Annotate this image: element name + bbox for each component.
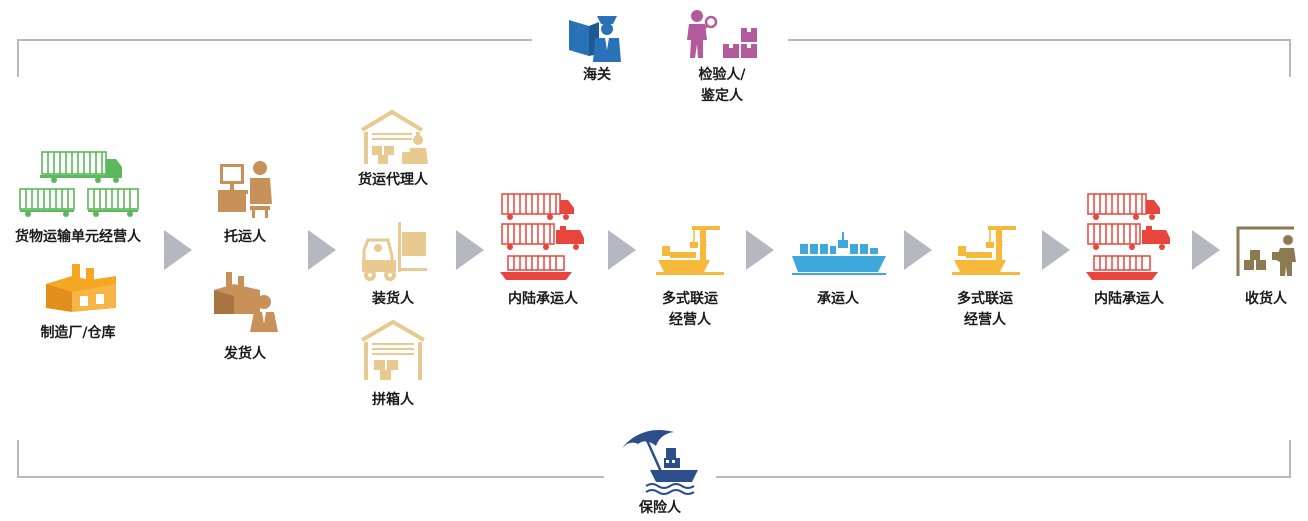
insurer-label: 保险人 [639, 500, 681, 516]
mto-1-label-line2: 经营人 [669, 312, 711, 328]
flow-arrow-6 [904, 230, 932, 270]
consignee-warehouse-icon [1236, 226, 1296, 276]
flow-arrow-1 [164, 230, 192, 270]
inland-carrier-1-label: 内陆承运人 [508, 291, 578, 307]
port-crane-ship-icon-1 [656, 226, 724, 275]
container-ship-icon [792, 232, 886, 275]
consolidator-warehouse-icon [360, 319, 426, 380]
loader-label: 装货人 [372, 291, 414, 307]
customs-label: 海关 [583, 67, 611, 83]
insurance-umbrella-ship-icon [622, 430, 698, 495]
shipper-agent-at-desk-icon [218, 161, 272, 218]
customs-officer-icon [569, 16, 621, 62]
inland-carrier-2-label: 内陆承运人 [1094, 291, 1164, 307]
mto-1-label-line1: 多式联运 [662, 291, 718, 307]
flow-arrow-3 [456, 230, 484, 270]
inspector-label-line2: 鉴定人 [701, 88, 743, 104]
freight-forwarder-warehouse-icon [360, 109, 428, 164]
inspector-icon [687, 10, 757, 58]
flow-arrow-2 [308, 230, 336, 270]
inland-carrier-trucks-icon [500, 193, 584, 280]
flow-arrow-5 [746, 230, 774, 270]
green-train-icon [19, 151, 139, 217]
flow-arrow-8 [1192, 230, 1220, 270]
carrier-label: 承运人 [817, 291, 859, 307]
flow-arrow-7 [1042, 230, 1070, 270]
mto-2-label-line2: 经营人 [964, 312, 1006, 328]
port-crane-ship-icon-2 [952, 226, 1020, 275]
forklift-icon [362, 222, 427, 281]
consignor-label: 发货人 [224, 346, 266, 362]
inspector-label-line1: 检验人/ [698, 67, 746, 83]
consignee-label: 收货人 [1245, 291, 1287, 307]
factory-icon [46, 264, 116, 312]
consignor-factory-icon [214, 272, 278, 332]
flow-arrow-4 [608, 230, 636, 270]
manufacturer-warehouse-label: 制造厂/仓库 [40, 325, 116, 341]
inland-carrier-trucks-icon-2 [1086, 193, 1170, 280]
shipper-agent-label: 托运人 [224, 229, 266, 245]
consolidator-label: 拼箱人 [372, 392, 414, 408]
mto-2-label-line1: 多式联运 [957, 291, 1013, 307]
transport-unit-operator-label: 货物运输单元经营人 [15, 229, 141, 245]
freight-forwarder-label: 货运代理人 [358, 172, 428, 188]
